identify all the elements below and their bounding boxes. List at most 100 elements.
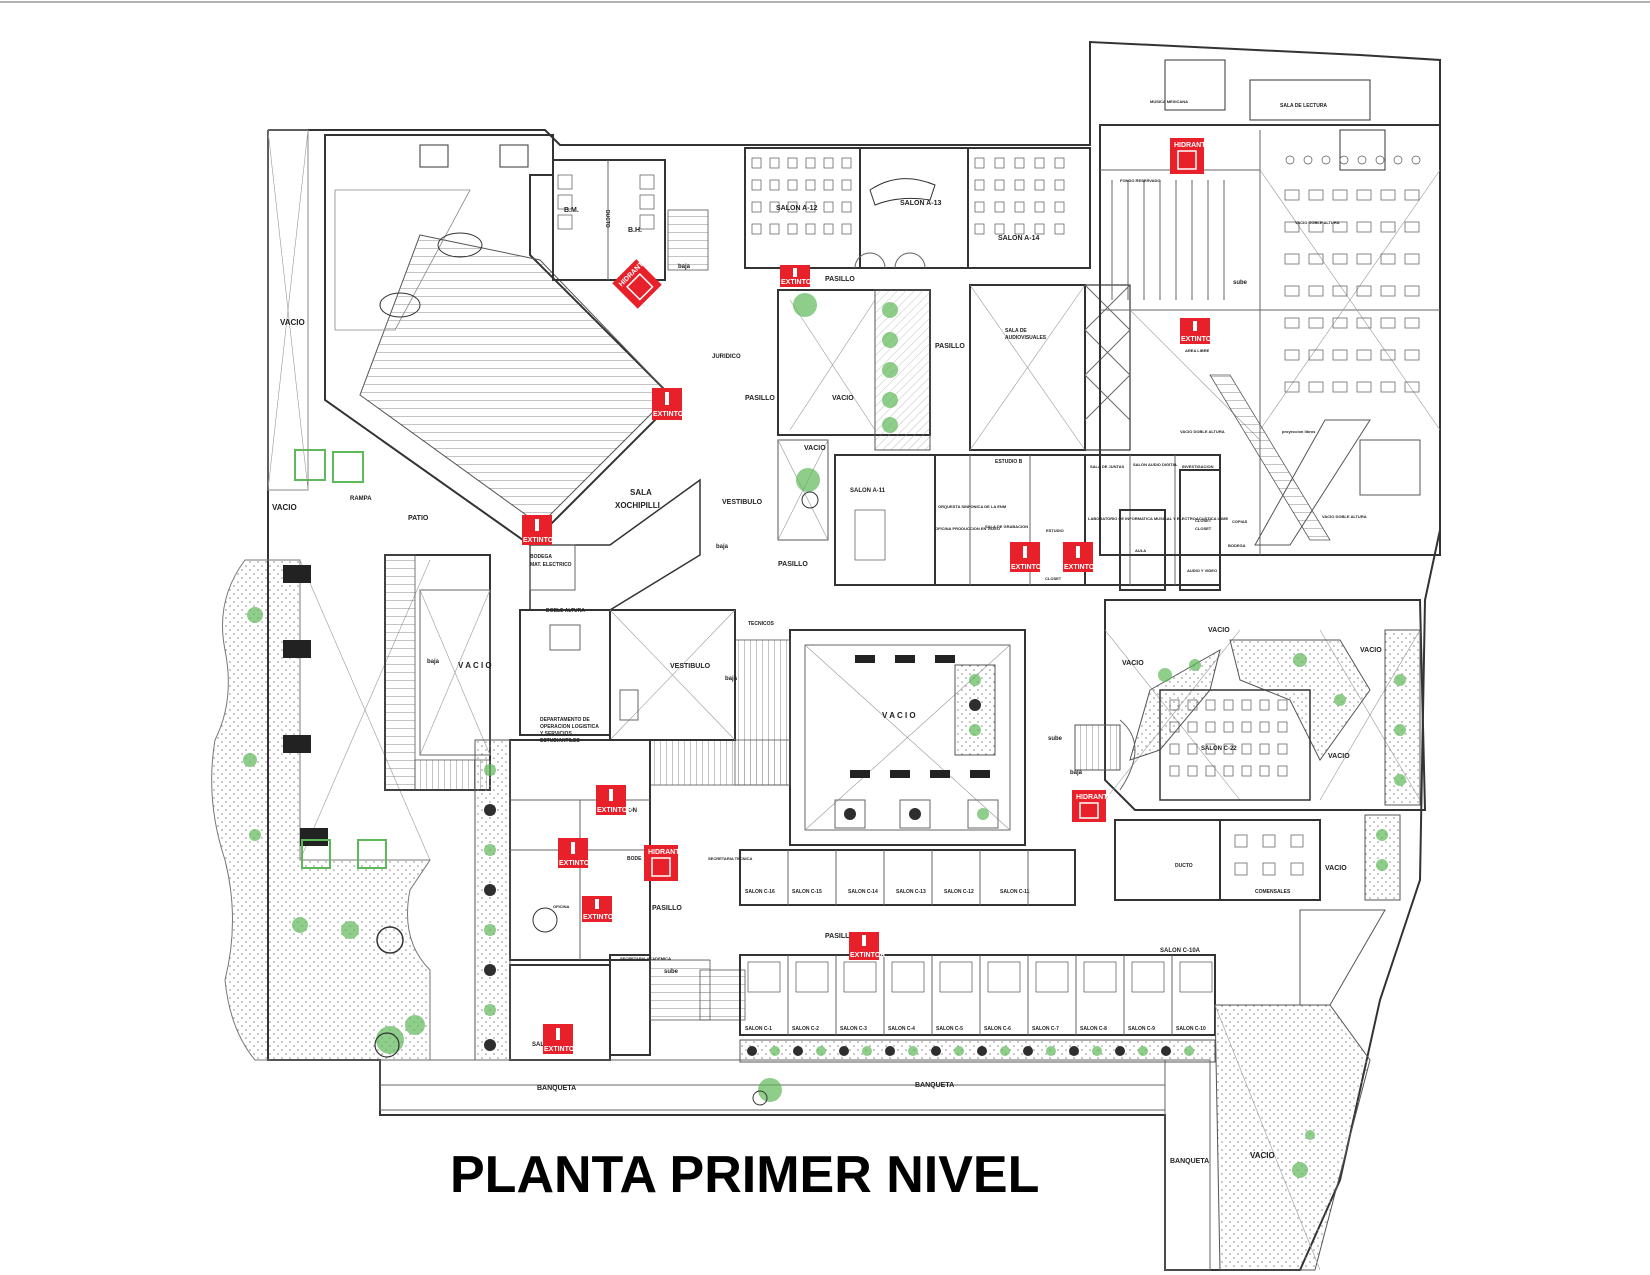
hidrante-sign-1: HIDRANTE (1170, 138, 1210, 174)
label-sube-1: sube (1048, 736, 1063, 742)
label-depto-4: ESTUDIANTILES (540, 738, 580, 744)
label-area-libre: AREA LIBRE (1185, 348, 1210, 353)
classrooms-a-north (744, 147, 1091, 269)
seat (1285, 155, 1295, 165)
practice-piano (987, 961, 1021, 993)
desk (823, 201, 834, 213)
shrub (908, 1046, 918, 1056)
label-salon-c3: SALON C-3 (840, 1026, 867, 1032)
desk (787, 201, 798, 213)
svg-text:EXTINTOR: EXTINTOR (523, 537, 558, 544)
label-investigacion: INVESTIGACION (1182, 464, 1214, 469)
label-ducto: DUCTO (604, 210, 610, 228)
desk (787, 157, 798, 169)
desk (805, 223, 816, 235)
label-sala-lectura: SALA DE LECTURA (1280, 103, 1327, 109)
desk (1223, 743, 1234, 755)
label-salon-c2: SALON C-2 (792, 1026, 819, 1032)
southeast-void (1214, 909, 1386, 1271)
desk (1241, 699, 1252, 711)
library-table (1356, 317, 1372, 329)
shrub (977, 1046, 987, 1056)
label-pasillo-3: PASILLO (935, 343, 965, 350)
label-baja-4: baja (725, 676, 738, 682)
desk (1034, 157, 1045, 169)
label-salon-c15: SALON C-15 (792, 889, 822, 895)
desk (1223, 721, 1234, 733)
label-pasillo-1: PASILLO (745, 395, 775, 402)
south-planter (739, 1039, 1216, 1063)
west-atrium (384, 554, 491, 791)
library-table (1284, 189, 1300, 201)
practice-piano (891, 961, 925, 993)
label-baja-1: baja (427, 659, 440, 665)
label-secretaria-tecnica: SECRETARIA TECNICA (708, 856, 753, 861)
library-table (1404, 189, 1420, 201)
library-table (1308, 285, 1324, 297)
label-bh: B.H. (628, 227, 642, 234)
desk (841, 223, 852, 235)
extintor-sign-5: EXTINTOR (1010, 542, 1046, 572)
dining-zone (1114, 814, 1401, 901)
library-table (1404, 349, 1420, 361)
desk (1223, 699, 1234, 711)
practice-piano (1035, 961, 1069, 993)
label-vacio-center: V A C I O (882, 711, 916, 720)
svg-text:HIDRANTE: HIDRANTE (648, 849, 684, 856)
west-void (267, 129, 309, 491)
label-pasillo-4: PASILLO (778, 561, 808, 568)
label-vacio-west: VACIO (280, 318, 305, 327)
label-juridico: JURIDICO (712, 354, 741, 360)
desk (1054, 223, 1065, 235)
label-salon-c22: SALON C-22 (1201, 746, 1237, 752)
library-table (1284, 349, 1300, 361)
label-vacio-e3: VACIO (1360, 647, 1382, 654)
label-mat-electrico: MAT. ELECTRICO (530, 562, 572, 568)
desk (1205, 743, 1216, 755)
label-secretaria-academica: SECRETARIA ACADEMICA (620, 956, 671, 961)
label-vacio-e1: VACIO (1208, 627, 1230, 634)
library-table (1332, 189, 1348, 201)
extintor-sign-11: EXTINTOR (543, 1024, 579, 1054)
classroom-labels: SALON C-16 SALON C-15 SALON C-14 SALON C… (745, 889, 1206, 1032)
south-stair (649, 959, 746, 1021)
shrub (1115, 1046, 1125, 1056)
desk (1241, 721, 1252, 733)
desk (1259, 721, 1270, 733)
dining-table (1234, 834, 1248, 848)
label-salon-c4: SALON C-4 (888, 1026, 915, 1032)
extintor-sign-4: EXTINTOR (522, 515, 558, 545)
label-sube-2: sube (1233, 280, 1248, 286)
label-on: ON (628, 808, 637, 814)
label-pasillo-2: PASILLO (825, 276, 855, 283)
label-banqueta-1: BANQUETA (537, 1085, 576, 1092)
practice-piano (939, 961, 973, 993)
library (1099, 59, 1441, 556)
label-bode: BODE (627, 856, 642, 862)
label-baja-3: baja (716, 544, 729, 550)
label-salon-c9: SALON C-9 (1128, 1026, 1155, 1032)
extintor-sign-3: EXTINTOR (652, 388, 688, 420)
label-orquesta: ORQUESTA SINFONICA DE LA ENM (938, 504, 1007, 509)
safety-signs: HIDRANTE HIDRANTE HIDRANTE HIDRANTE EXTI… (522, 138, 1216, 1054)
library-table (1308, 189, 1324, 201)
label-baja-2: baja (678, 264, 691, 270)
label-vacio-e2: VACIO (1122, 660, 1144, 667)
label-xochipilli: XOCHIPILLI (615, 501, 660, 510)
shrub (862, 1046, 872, 1056)
desk (1205, 765, 1216, 777)
desk (823, 157, 834, 169)
svg-text:EXTINTOR: EXTINTOR (1011, 564, 1046, 571)
seat (1303, 155, 1313, 165)
label-sala-grabacion: SALA DE GRABACION (985, 524, 1028, 529)
label-depto-2: OPERACION LOGISTICA (540, 724, 599, 730)
library-table (1284, 285, 1300, 297)
hidrante-sign-3: HIDRANTE (644, 845, 684, 881)
library-tables (1284, 155, 1421, 393)
label-salon-c11: SALON C-11 (1000, 889, 1030, 895)
desk (1054, 157, 1065, 169)
extintor-sign-10: EXTINTOR (849, 932, 885, 960)
svg-text:EXTINTOR: EXTINTOR (583, 914, 618, 921)
